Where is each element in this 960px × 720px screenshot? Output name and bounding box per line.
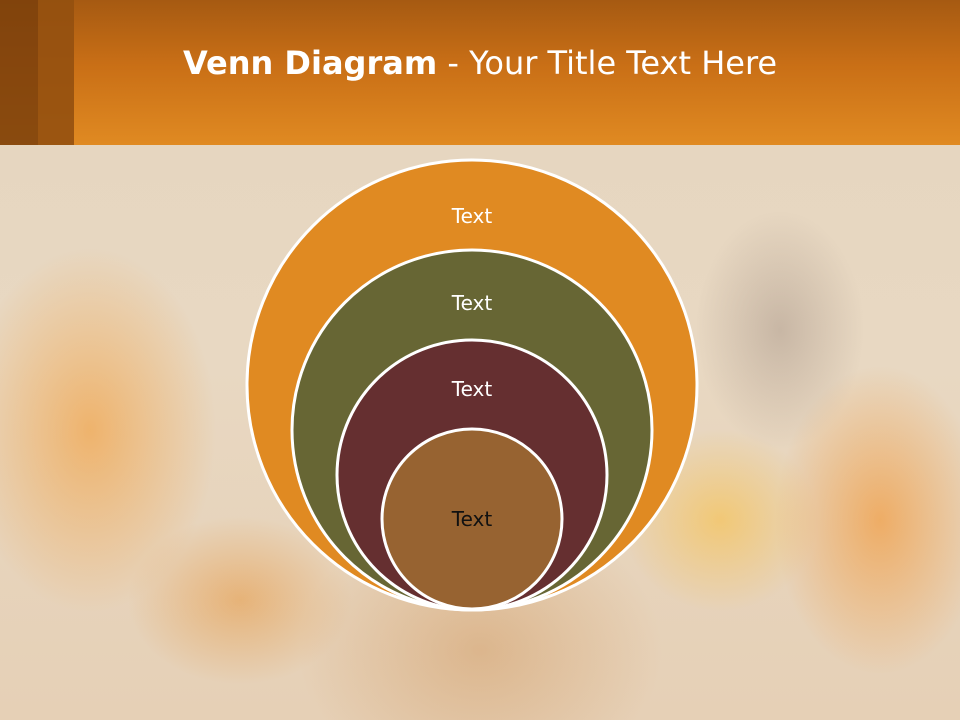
title-bar: Venn Diagram - Your Title Text Here — [0, 0, 960, 145]
slide-title[interactable]: Venn Diagram - Your Title Text Here — [183, 38, 883, 88]
venn-ring-1-label: Text — [451, 204, 493, 228]
venn-ring-2-label: Text — [451, 291, 493, 315]
title-bold-part: Venn Diagram — [183, 44, 438, 82]
venn-ring-4[interactable]: Text — [380, 427, 564, 611]
header-accent-stripe — [38, 0, 74, 145]
venn-ring-4-label: Text — [451, 507, 493, 531]
venn-ring-3-label: Text — [451, 377, 493, 401]
title-rest: - Your Title Text Here — [437, 44, 778, 82]
header-accent-stripe — [0, 0, 38, 145]
